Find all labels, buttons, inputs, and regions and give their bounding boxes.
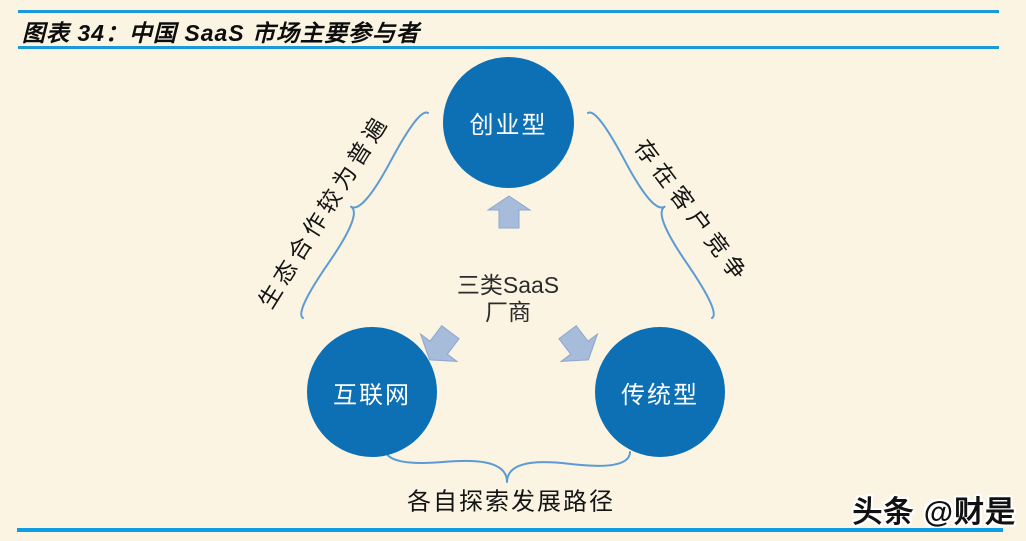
relation-label-bottom: 各自探索发展路径 bbox=[407, 488, 615, 516]
node-traditional-label: 传统型 bbox=[621, 381, 699, 409]
node-startup-label: 创业型 bbox=[469, 112, 548, 139]
header-rule-top bbox=[18, 10, 999, 13]
node-traditional-type: 传统型 bbox=[595, 327, 725, 457]
left-brace bbox=[300, 111, 429, 319]
node-startup-type: 创业型 bbox=[443, 57, 574, 188]
node-internet-label: 互联网 bbox=[333, 381, 411, 409]
center-caption: 三类SaaS 厂商 bbox=[408, 272, 608, 326]
arrow-up-icon bbox=[486, 195, 532, 229]
center-caption-line2: 厂商 bbox=[485, 299, 531, 325]
header-rule-bottom bbox=[18, 46, 999, 49]
figure-title: 图表 34：中国 SaaS 市场主要参与者 bbox=[22, 20, 421, 46]
bottom-brace bbox=[383, 447, 631, 483]
arrow-down-left-icon bbox=[419, 324, 460, 363]
right-brace bbox=[587, 111, 715, 319]
node-internet-type: 互联网 bbox=[307, 327, 437, 457]
footer-rule bbox=[17, 528, 1003, 532]
arrow-down-right-icon bbox=[558, 324, 599, 363]
watermark-text: 头条 @财是 bbox=[852, 496, 1016, 529]
center-caption-line1: 三类SaaS bbox=[456, 272, 560, 298]
